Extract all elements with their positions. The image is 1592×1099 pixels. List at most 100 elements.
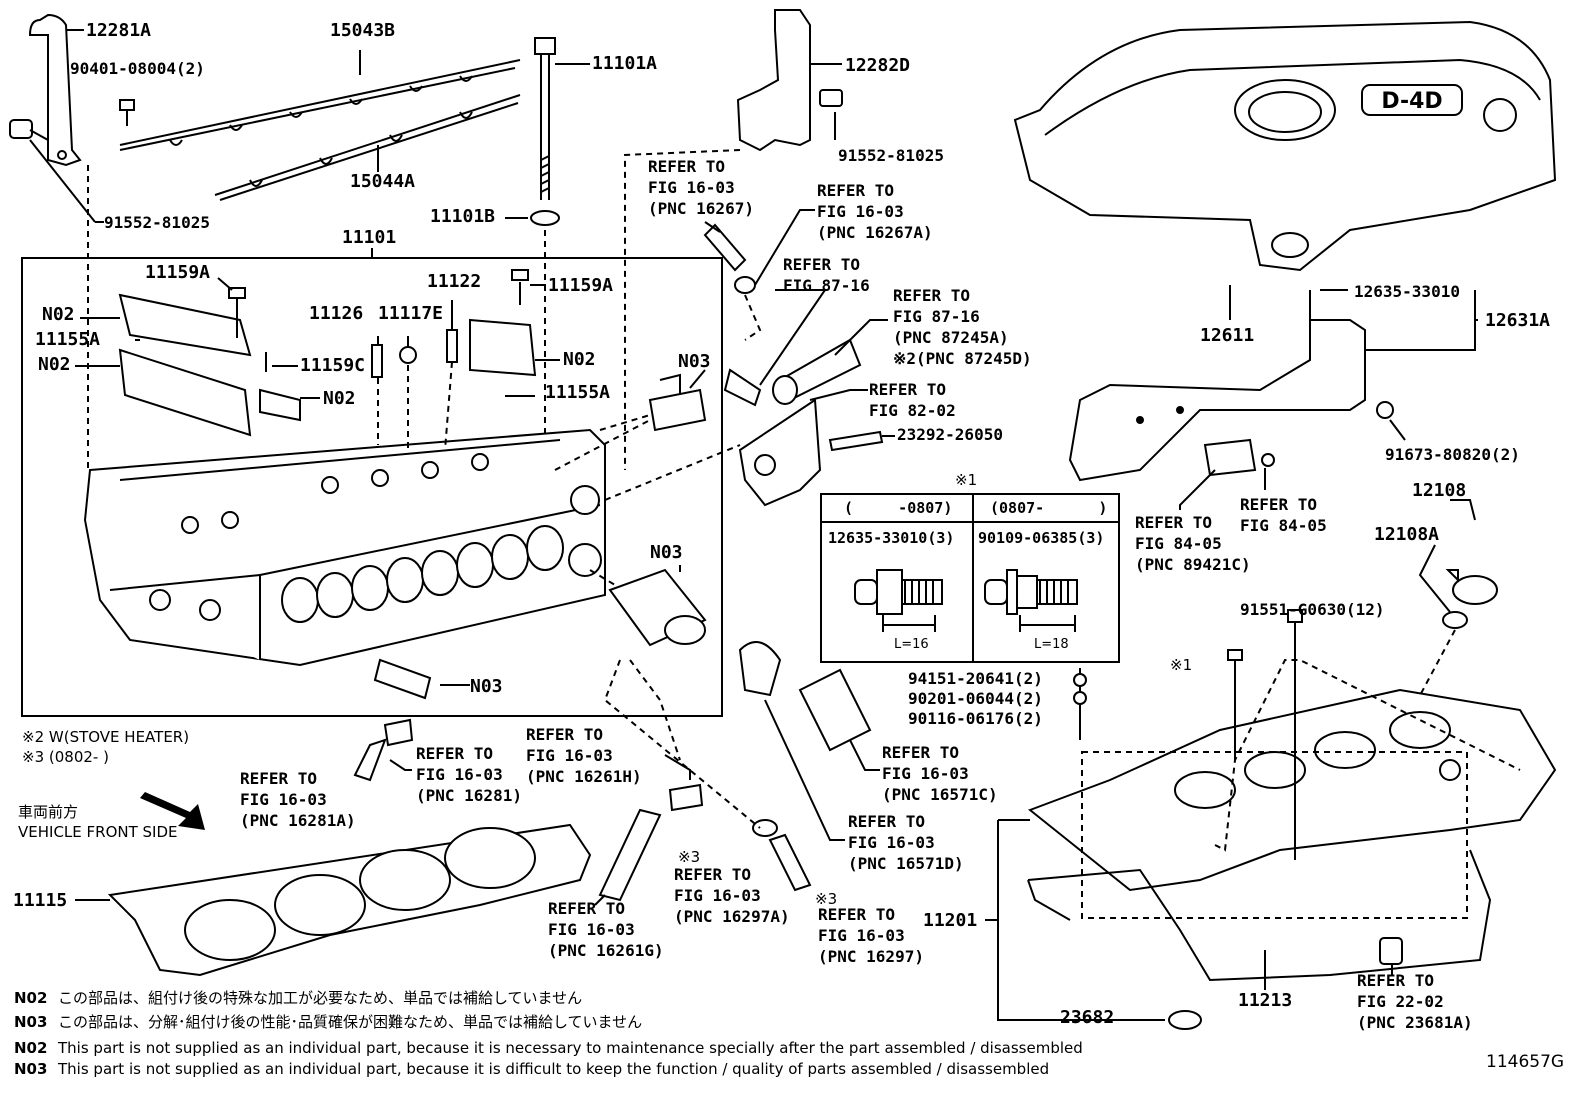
part-90401-label[interactable]: 90401-08004(2) — [70, 59, 205, 78]
oil-filler-cap — [1452, 575, 1498, 605]
refer-16571d[interactable]: REFER TO FIG 16-03 (PNC 16571D) — [848, 812, 964, 873]
refer-8405[interactable]: REFER TO FIG 84-05 — [1240, 495, 1327, 535]
part-11126-label[interactable]: 11126 — [309, 303, 364, 324]
part-91673-label[interactable]: 91673-80820(2) — [1385, 445, 1520, 464]
table-col2-length: L=18 — [1034, 637, 1069, 652]
fitting-n03-upper — [648, 373, 707, 432]
refer-16261h[interactable]: REFER TO FIG 16-03 (PNC 16261H) — [526, 725, 642, 786]
footnote-n02-jp: この部品は、組付け後の特殊な加工が必要なため、単品では補給していません — [58, 989, 583, 1007]
part-23292-label[interactable]: 23292-26050 — [897, 425, 1003, 444]
harness-bracket-15044a — [214, 94, 521, 201]
seal-23682 — [1168, 1010, 1202, 1030]
part-12635-label[interactable]: 12635-33010 — [1354, 282, 1460, 301]
hose-16261g — [598, 808, 662, 902]
refer-16571c[interactable]: REFER TO FIG 16-03 (PNC 16571C) — [882, 743, 998, 804]
part-94151-label[interactable]: 94151-20641(2) — [908, 669, 1043, 688]
part-n03-label-3[interactable]: N03 — [470, 676, 503, 697]
refer-89421c[interactable]: REFER TO FIG 84-05 (PNC 89421C) — [1135, 513, 1251, 574]
plug-11117e — [399, 346, 417, 364]
hose-16571c — [738, 641, 782, 697]
footnote-n03-en-code: N03 — [14, 1060, 48, 1078]
head-cover-gasket-11213 — [1027, 849, 1492, 982]
variant-table: ( -0807) (0807- ) 12635-33010(3) 90109-0… — [820, 493, 1120, 663]
refer-16267a[interactable]: REFER TO FIG 16-03 (PNC 16267A) — [817, 181, 933, 242]
part-12281a-label[interactable]: 12281A — [86, 20, 152, 41]
part-15043b-label[interactable]: 15043B — [330, 20, 396, 41]
mark3-label-a: ※3 — [678, 848, 701, 866]
table-mark: ※1 — [955, 471, 978, 489]
table-col1-part[interactable]: 12635-33010(3) — [828, 529, 955, 547]
vehicle-front-en: VEHICLE FRONT SIDE — [18, 823, 178, 841]
footnote-n02-en: This part is not supplied as an individu… — [58, 1039, 1083, 1057]
footnote-n03-en: This part is not supplied as an individu… — [58, 1060, 1050, 1078]
mark3-label-b: ※3 — [815, 890, 838, 908]
heater-pipe-8202 — [738, 398, 822, 507]
part-n02-label-3[interactable]: N02 — [323, 388, 356, 409]
part-11155a-right-label[interactable]: 11155A — [545, 382, 611, 403]
part-12611-label[interactable]: 12611 — [1200, 325, 1255, 346]
part-15044a-label[interactable]: 15044A — [350, 171, 416, 192]
footnote-n02-jp-code: N02 — [14, 989, 48, 1007]
stud-23292 — [828, 430, 884, 452]
figure-id: 114657G — [1486, 1052, 1565, 1072]
part-11115-label[interactable]: 11115 — [13, 890, 68, 911]
clip-16297a — [752, 819, 778, 837]
bolt-sketch-12635 — [854, 569, 943, 615]
table-col1-length: L=16 — [894, 637, 929, 652]
hose-16261h — [668, 783, 704, 812]
part-23682-label[interactable]: 23682 — [1060, 1007, 1115, 1028]
part-91552-top-label[interactable]: 91552-81025 — [838, 146, 944, 165]
hose-16571d — [798, 668, 872, 752]
part-n03-label-2[interactable]: N03 — [650, 542, 683, 563]
vehicle-front-arrow — [140, 792, 205, 830]
refer-87245[interactable]: REFER TO FIG 87-16 (PNC 87245A) ※2(PNC 8… — [893, 286, 1032, 368]
part-11101a-label[interactable]: 11101A — [592, 53, 658, 74]
hose-16267 — [703, 223, 747, 272]
part-11101-label[interactable]: 11101 — [342, 227, 397, 248]
part-90116-label[interactable]: 90116-06176(2) — [908, 709, 1043, 728]
part-n02-label-1[interactable]: N02 — [42, 304, 75, 325]
refer-16261g[interactable]: REFER TO FIG 16-03 (PNC 16261G) — [548, 899, 664, 960]
part-12108a-label[interactable]: 12108A — [1374, 524, 1440, 545]
bracket-12631a-shape — [1068, 319, 1366, 482]
hose-16281 — [353, 738, 387, 782]
vehicle-front-jp: 車両前方 — [18, 803, 79, 821]
table-col1-header: ( -0807) — [844, 499, 953, 517]
part-11159c-label[interactable]: 11159C — [300, 355, 366, 376]
bolt-sketch-90109 — [984, 569, 1078, 615]
part-n02-label-4[interactable]: N02 — [563, 349, 596, 370]
refer-16267[interactable]: REFER TO FIG 16-03 (PNC 16267) — [648, 157, 754, 218]
part-12282d-label[interactable]: 12282D — [845, 55, 911, 76]
camshaft-caps — [118, 293, 537, 437]
bolt-91552-left — [9, 119, 33, 139]
clamp-8716 — [723, 368, 762, 407]
refer-16297a[interactable]: REFER TO FIG 16-03 (PNC 16297A) — [674, 865, 790, 926]
part-11122-label[interactable]: 11122 — [427, 271, 482, 292]
part-90201-label[interactable]: 90201-06044(2) — [908, 689, 1043, 708]
refer-8202[interactable]: REFER TO FIG 82-02 — [869, 380, 956, 420]
refer-16297[interactable]: REFER TO FIG 16-03 (PNC 16297) — [818, 905, 924, 966]
refer-8716[interactable]: REFER TO FIG 87-16 — [783, 255, 870, 295]
part-n03-label-1[interactable]: N03 — [678, 351, 711, 372]
part-11117e-label[interactable]: 11117E — [378, 303, 444, 324]
bracket-12281a-shape — [28, 13, 82, 167]
part-n02-label-2[interactable]: N02 — [38, 354, 71, 375]
part-11155a-left-label[interactable]: 11155A — [35, 329, 101, 350]
note-stove-heater: ※2 W(STOVE HEATER) — [22, 728, 190, 746]
table-col2-part[interactable]: 90109-06385(3) — [978, 529, 1105, 547]
part-12108-label[interactable]: 12108 — [1412, 480, 1467, 501]
part-91551-label[interactable]: 91551-G0630(12) — [1240, 600, 1385, 619]
refer-16281a[interactable]: REFER TO FIG 16-03 (PNC 16281A) — [240, 769, 356, 830]
fitting-n03-lower — [373, 658, 432, 700]
part-11101b-label[interactable]: 11101B — [430, 206, 496, 227]
refer-23681a[interactable]: REFER TO FIG 22-02 (PNC 23681A) — [1357, 971, 1473, 1032]
part-12631a-label[interactable]: 12631A — [1485, 310, 1551, 331]
refer-16281[interactable]: REFER TO FIG 16-03 (PNC 16281) — [416, 744, 522, 805]
part-11159a-left-label[interactable]: 11159A — [145, 262, 211, 283]
part-11213-label[interactable]: 11213 — [1238, 990, 1293, 1011]
part-11159a-right-label[interactable]: 11159A — [548, 275, 614, 296]
footnote-n03-jp: この部品は、分解･組付け後の性能･品質確保が困難なため、単品では補給していません — [58, 1013, 643, 1031]
part-91552-left-label[interactable]: 91552-81025 — [104, 213, 210, 232]
part-11201-label[interactable]: 11201 — [923, 910, 978, 931]
